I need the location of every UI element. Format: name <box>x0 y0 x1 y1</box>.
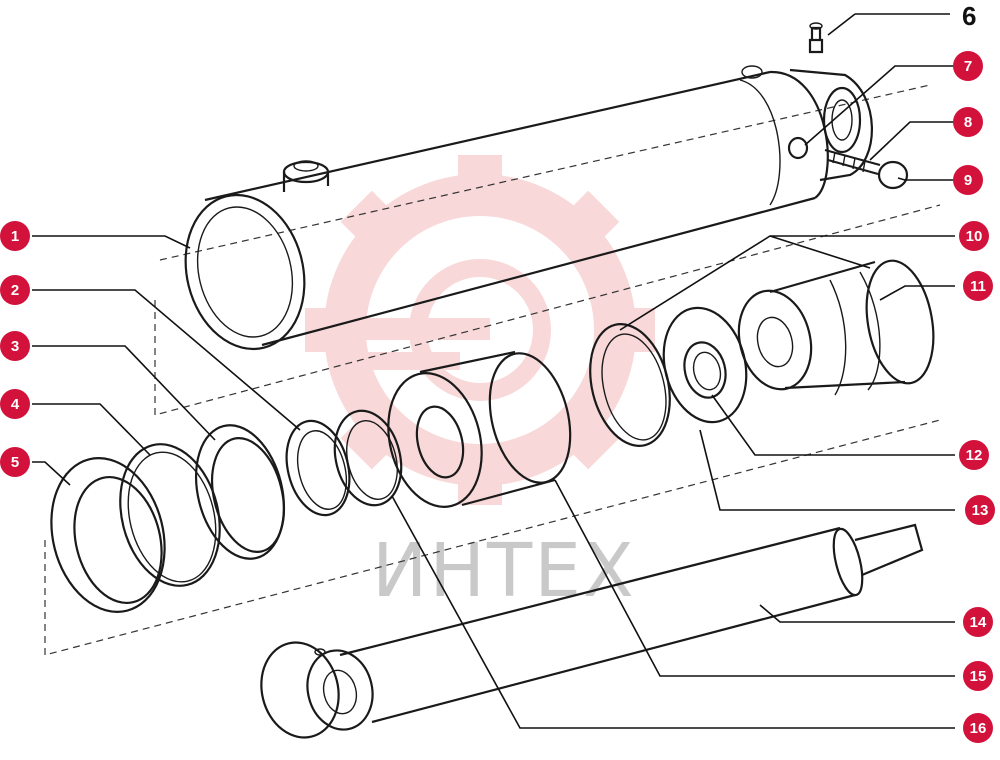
badge-label: 12 <box>966 447 983 464</box>
part-badge-12: 12 <box>959 440 989 470</box>
part-badge-2: 2 <box>0 275 30 305</box>
badge-circle <box>0 275 30 305</box>
part-badge-7: 7 <box>953 51 983 81</box>
axis-dashed-lines <box>44 84 941 656</box>
leader-lines <box>32 13 955 729</box>
badge-circle <box>953 165 983 195</box>
badge-circle <box>953 107 983 137</box>
part-badge-5: 5 <box>0 447 30 477</box>
badge-circle <box>953 51 983 81</box>
badge-label: 2 <box>11 282 19 299</box>
badge-label: 10 <box>966 228 983 245</box>
badge-label: 15 <box>970 668 987 685</box>
part-badge-11: 11 <box>963 271 993 301</box>
badge-label: 16 <box>970 720 987 737</box>
badge-circle <box>963 713 993 743</box>
part-badge-10: 10 <box>959 221 989 251</box>
badge-circle <box>0 331 30 361</box>
piston-rod <box>260 523 924 739</box>
part-badge-16: 16 <box>963 713 993 743</box>
badge-label: 9 <box>964 172 972 189</box>
badge-circle <box>0 389 30 419</box>
badge-label: 4 <box>11 396 20 413</box>
badge-label: 1 <box>11 228 19 245</box>
badge-circle <box>963 271 993 301</box>
part-label-6: 6 <box>962 1 976 31</box>
badge-label: 8 <box>964 114 972 131</box>
gland-guide <box>387 350 572 508</box>
badge-circle <box>959 221 989 251</box>
part-badge-14: 14 <box>963 607 993 637</box>
badge-circle <box>959 440 989 470</box>
badge-label: 14 <box>970 614 987 631</box>
badge-label: 11 <box>970 278 986 295</box>
part-badge-15: 15 <box>963 661 993 691</box>
watermark-text: ИНТЕХ <box>372 528 636 614</box>
badge-circle <box>963 607 993 637</box>
part-badge-3: 3 <box>0 331 30 361</box>
part-badge-13: 13 <box>965 495 995 525</box>
badge-label: 7 <box>964 58 972 75</box>
badge-label: 5 <box>11 454 19 471</box>
part-badge-1: 1 <box>0 221 30 251</box>
badge-circle <box>965 495 995 525</box>
badge-label: 3 <box>11 338 19 355</box>
part-badge-4: 4 <box>0 389 30 419</box>
watermark-gear-icon <box>305 155 655 505</box>
badge-circle <box>0 221 30 251</box>
part-badge-8: 8 <box>953 107 983 137</box>
part-badge-9: 9 <box>953 165 983 195</box>
cylinder-barrel <box>184 22 909 351</box>
badge-circle <box>0 447 30 477</box>
seal-rings-left <box>50 409 403 613</box>
badge-circle <box>963 661 993 691</box>
piston-assembly <box>589 259 935 447</box>
badge-label: 13 <box>972 502 989 519</box>
